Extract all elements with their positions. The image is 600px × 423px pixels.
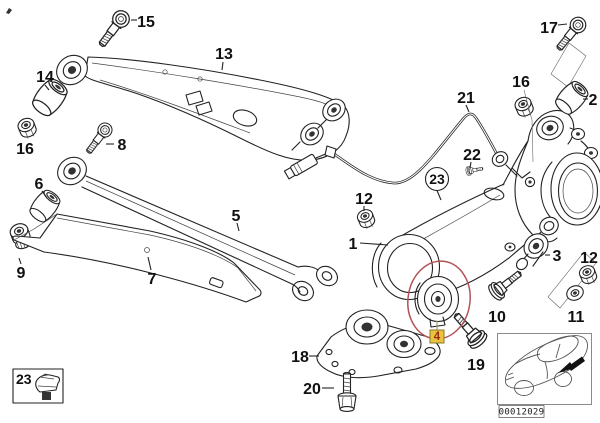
part-21-abs-sensor-cable — [283, 112, 531, 185]
callout-labels: 15 13 14 16 8 6 9 5 7 1 12 21 22 17 16 2… — [16, 14, 598, 398]
hub-cylinder — [550, 152, 600, 226]
callout-5[interactable]: 5 — [232, 208, 241, 225]
callout-16b[interactable]: 16 — [512, 74, 530, 91]
callout-4-box[interactable] — [429, 329, 445, 344]
image-code: 00012029 — [499, 408, 545, 418]
leader-16b — [523, 89, 534, 163]
image-code-box — [498, 405, 545, 418]
abs-sensor-head — [491, 151, 509, 167]
clip-icon — [35, 374, 61, 393]
clip-legend-box: 23 — [12, 368, 64, 404]
part-7-cover-panel — [12, 213, 262, 303]
part-1-trailing-arm — [371, 109, 600, 301]
part-19-bolt — [447, 306, 490, 352]
part-15-bolt — [93, 6, 134, 51]
part-10-bolt — [485, 264, 527, 303]
callout-2[interactable]: 2 — [589, 92, 598, 109]
part-4-bushing — [414, 275, 460, 328]
part-17-bolt — [551, 13, 590, 55]
part-16-nut-left — [15, 115, 40, 142]
car-locator-inset: 00012029 — [497, 333, 592, 418]
part-18-bracket — [316, 309, 441, 379]
callout-4[interactable]: 4 — [434, 331, 441, 343]
callout-12b[interactable]: 12 — [580, 250, 598, 267]
callout-18[interactable]: 18 — [291, 349, 309, 366]
callout-16a[interactable]: 16 — [16, 141, 34, 158]
part-8-bolt — [81, 119, 116, 158]
stray-mark — [6, 8, 12, 14]
callout-10[interactable]: 10 — [488, 309, 506, 326]
callout-14[interactable]: 14 — [36, 69, 54, 86]
callout-1[interactable]: 1 — [349, 236, 358, 253]
callout-11[interactable]: 11 — [568, 309, 585, 326]
part-16-nut-right — [512, 94, 537, 121]
part-3-bushing — [515, 233, 549, 271]
callout-12a[interactable]: 12 — [355, 191, 373, 208]
callout-23[interactable]: 23 — [429, 171, 445, 187]
callout-20[interactable]: 20 — [303, 381, 321, 398]
location-arrow-head — [558, 362, 574, 373]
callout-8[interactable]: 8 — [118, 137, 127, 154]
callout-22[interactable]: 22 — [463, 147, 481, 164]
part-5-rod — [57, 156, 338, 302]
callout-3[interactable]: 3 — [553, 248, 562, 265]
axis-guide-upper — [550, 42, 587, 88]
callout-21[interactable]: 21 — [457, 90, 475, 107]
part-2-bushing — [551, 77, 593, 119]
part-20-bolt — [337, 372, 357, 412]
callout-17[interactable]: 17 — [540, 20, 558, 37]
callout-15[interactable]: 15 — [137, 14, 155, 31]
callout-23-box[interactable]: 23 — [16, 371, 32, 387]
part-11-washer — [566, 285, 584, 301]
axis-guide-lower — [547, 251, 597, 309]
callout-23-leader — [436, 190, 442, 201]
callout-6[interactable]: 6 — [35, 176, 44, 193]
part-12-nut-left — [354, 206, 378, 232]
part-13-upper-control-arm — [56, 54, 350, 161]
callout-7[interactable]: 7 — [148, 271, 157, 288]
callout-13[interactable]: 13 — [215, 46, 233, 63]
part-22-screw — [465, 163, 485, 177]
callout-9[interactable]: 9 — [17, 265, 26, 282]
callout-19[interactable]: 19 — [467, 357, 485, 374]
